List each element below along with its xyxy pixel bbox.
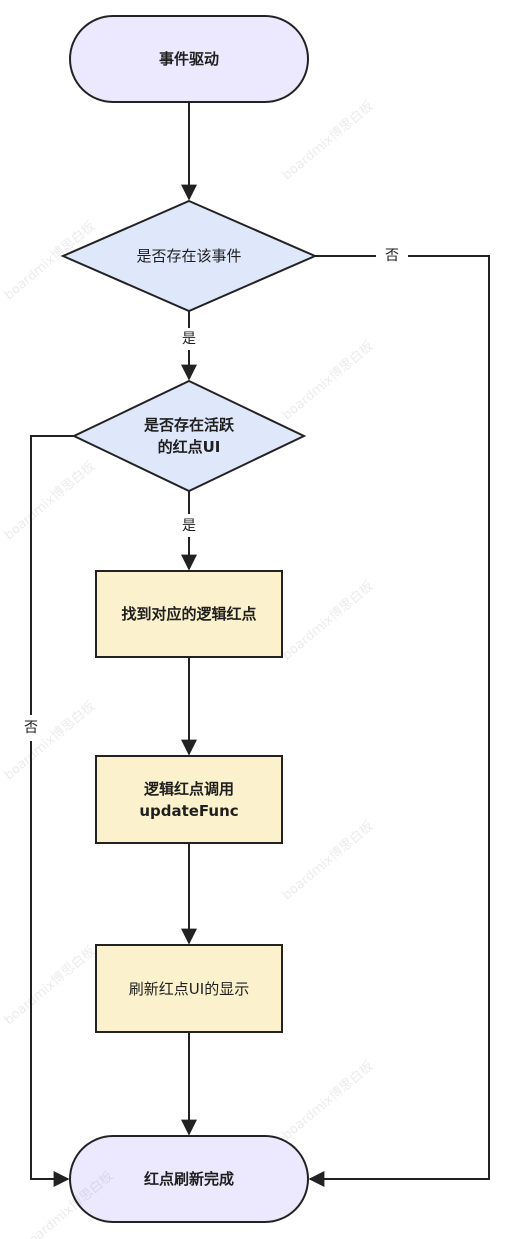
- find-logic-label: 找到对应的逻辑红点: [121, 605, 257, 623]
- start-label: 事件驱动: [158, 50, 219, 68]
- refresh-ui-label: 刷新红点UI的显示: [128, 979, 250, 998]
- end-terminal: [69, 1135, 309, 1223]
- call-update-process: [95, 755, 283, 844]
- call-update-label: 逻辑红点调用 updateFunc: [139, 779, 239, 820]
- edge-label-event-no: 否: [376, 247, 408, 265]
- edge-label-active-yes: 是: [179, 517, 199, 535]
- edge-check-no: [308, 255, 490, 1187]
- refresh-ui-process: [95, 944, 283, 1033]
- end-label: 红点刷新完成: [143, 1170, 234, 1188]
- edge-label-event-yes: 是: [179, 330, 199, 348]
- edge-active-no: [30, 435, 74, 1187]
- edge-label-active-no: 否: [21, 715, 41, 741]
- event-exists-label: 是否存在该事件: [136, 247, 242, 265]
- active-redpoint-label: 是否存在活跃 的红点UI: [143, 416, 234, 456]
